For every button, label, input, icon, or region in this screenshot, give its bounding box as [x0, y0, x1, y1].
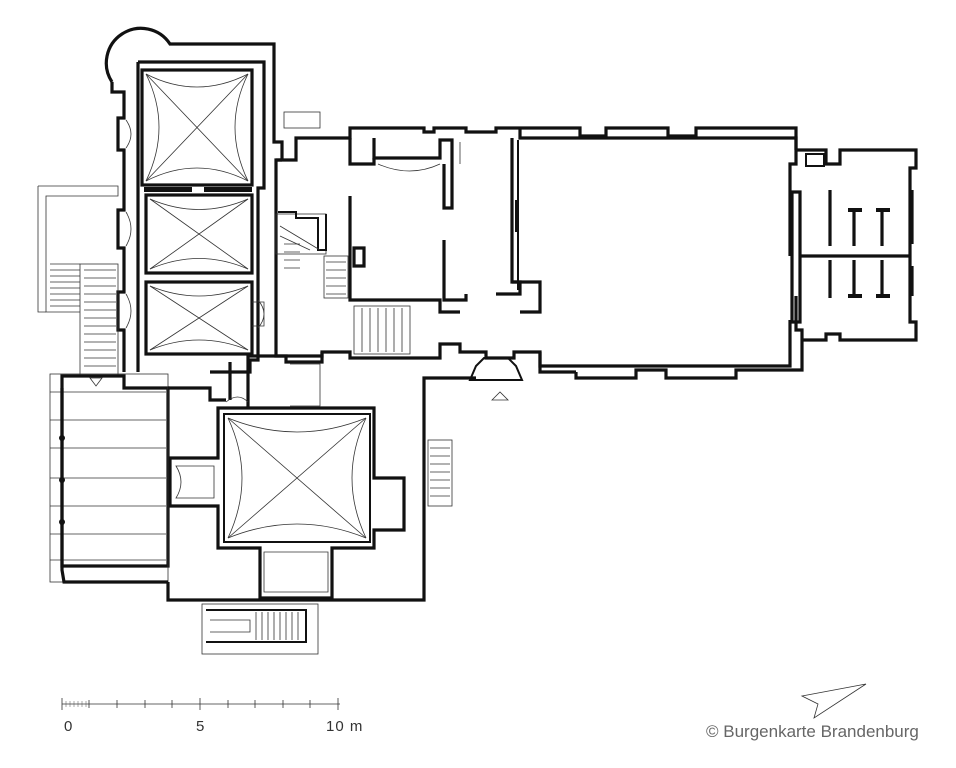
- entrance-porch: [468, 357, 524, 401]
- west-exterior-stair: [37, 185, 119, 387]
- scale-bar: [61, 698, 340, 710]
- east-hall: [515, 126, 804, 380]
- east-wing: [790, 148, 918, 342]
- scale-label-0: 0: [64, 718, 74, 735]
- southwest-hall: [49, 373, 170, 584]
- west-vaulted-wing: [104, 26, 284, 374]
- copyright-notice: © Burgenkarte Brandenburg: [706, 722, 919, 741]
- north-arrow-icon: [800, 683, 867, 719]
- scale-label-10m: 10 m: [326, 718, 364, 735]
- south-stair: [201, 603, 319, 655]
- central-block: [252, 111, 576, 374]
- east-small-stair: [427, 439, 453, 507]
- scale-label-5: 5: [196, 718, 206, 735]
- central-vaulted-hall: [166, 352, 476, 602]
